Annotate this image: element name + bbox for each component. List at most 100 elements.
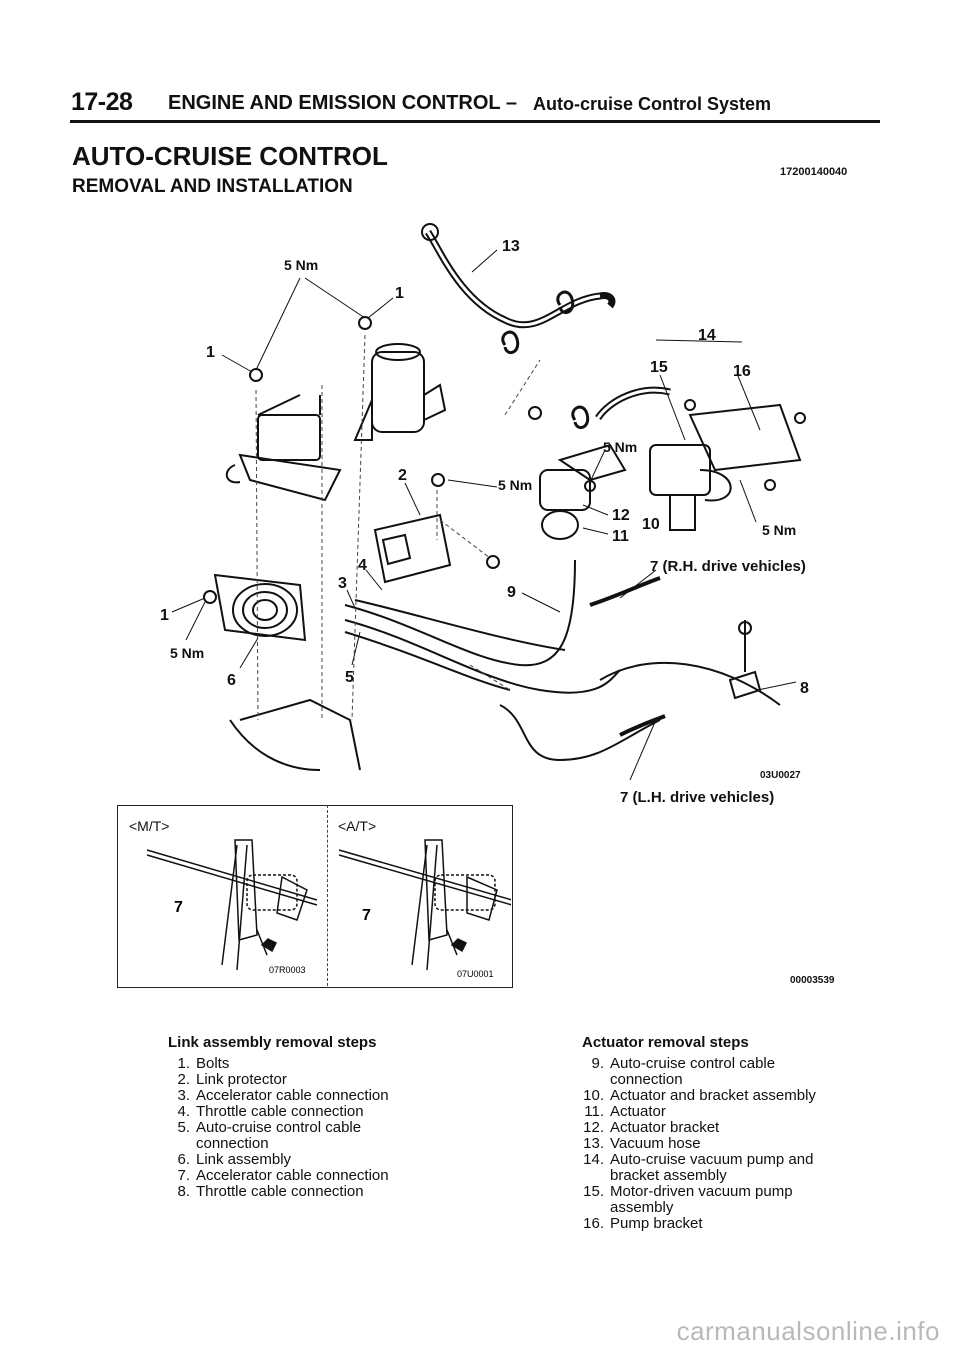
link-steps-title: Link assembly removal steps: [168, 1034, 377, 1051]
actuator-step-item: 11. Actuator: [582, 1104, 882, 1120]
set-code: 00003539: [790, 975, 835, 986]
step-number: 9.: [591, 1055, 604, 1072]
callout-torque-3: 5 Nm: [498, 477, 532, 493]
inset-drawings: 7 7 07R0003 07U0001: [146, 839, 511, 979]
callout-14: 14: [698, 327, 716, 344]
callout-torque-2: 5 Nm: [603, 439, 637, 455]
step-text: Accelerator cable connection: [196, 1167, 389, 1184]
subsection-title: Auto-cruise Control System: [533, 94, 772, 114]
reservoir: [371, 351, 425, 433]
callout-16: 16: [733, 363, 751, 380]
actuator-step-item: 12. Actuator bracket: [582, 1120, 882, 1136]
callout-8: 8: [800, 680, 809, 697]
link-protector-upper: [257, 414, 321, 461]
actuator-step-item: 13. Vacuum hose: [582, 1136, 882, 1152]
step-number: 15.: [583, 1183, 604, 1200]
page-subtitle: REMOVAL AND INSTALLATION: [72, 176, 353, 197]
step-number: 3.: [177, 1087, 190, 1104]
step-number: 7.: [177, 1167, 190, 1184]
callout-torque-4: 5 Nm: [762, 522, 796, 538]
callout-torque-1: 5 Nm: [284, 257, 318, 273]
lh-drive-label: 7 (L.H. drive vehicles): [620, 789, 775, 806]
step-number: 13.: [583, 1135, 604, 1152]
inset-at-code: 07U0001: [457, 969, 494, 979]
callout-1a: 1: [395, 285, 404, 302]
step-number: 14.: [583, 1151, 604, 1168]
link-step-item: 2. Link protector: [168, 1072, 468, 1088]
page-number: 17-28: [71, 88, 133, 116]
callout-15: 15: [650, 359, 668, 376]
callout-11: 11: [612, 528, 629, 545]
document-id: 17200140040: [780, 166, 848, 178]
step-number: 2.: [177, 1071, 190, 1088]
link-protector: [373, 513, 452, 584]
link-step-item: 3. Accelerator cable connection: [168, 1088, 468, 1104]
inset-mt-callout: 7: [174, 899, 183, 916]
step-text-continued: bracket assembly: [610, 1167, 727, 1184]
lh-cable: [499, 704, 661, 762]
step-text: Link protector: [196, 1071, 287, 1088]
step-number: 11.: [584, 1103, 604, 1120]
step-number: 1.: [177, 1055, 190, 1072]
section-title: ENGINE AND EMISSION CONTROL –: [168, 92, 517, 115]
inset-at-label: <A/T>: [338, 818, 377, 834]
callout-4: 4: [358, 557, 367, 574]
step-text: Actuator: [610, 1103, 666, 1120]
step-text: Auto-cruise control cable: [196, 1119, 362, 1136]
callout-9: 9: [507, 584, 516, 601]
section-name: ENGINE AND EMISSION CONTROL: [168, 92, 501, 114]
callout-10: 10: [642, 516, 660, 533]
step-text: Auto-cruise vacuum pump and: [610, 1151, 814, 1168]
throttle-cable: [599, 661, 781, 706]
actuator-steps-title: Actuator removal steps: [582, 1034, 749, 1051]
watermark-footer: carmanualsonline.info: [676, 1316, 940, 1346]
step-text: Motor-driven vacuum pump: [610, 1183, 793, 1200]
step-text: Vacuum hose: [610, 1135, 701, 1152]
accelerator-cable: [344, 559, 576, 667]
step-text: Accelerator cable connection: [196, 1087, 389, 1104]
header-rule: [70, 120, 880, 123]
page-title: AUTO-CRUISE CONTROL: [72, 141, 388, 171]
link-step-item: 4. Throttle cable connection: [168, 1104, 468, 1120]
step-text: Pump bracket: [610, 1215, 703, 1232]
figure-code: 03U0027: [760, 770, 801, 781]
step-text: Link assembly: [196, 1151, 292, 1168]
link-step-item: 6.Link assembly: [168, 1152, 468, 1168]
step-number: 5.: [177, 1119, 190, 1136]
link-step-item: 1. Bolts: [168, 1056, 468, 1072]
inset-mt-label: <M/T>: [129, 818, 170, 834]
step-text-continued: connection: [196, 1135, 269, 1152]
inset-divider: [327, 805, 328, 986]
link-step-item: 7. Accelerator cable connection: [168, 1168, 468, 1184]
step-text: Actuator and bracket assembly: [610, 1087, 816, 1104]
inset-box: [117, 805, 513, 988]
step-text-continued: connection: [610, 1071, 683, 1088]
step-number: 8.: [177, 1183, 190, 1200]
step-text-continued: assembly: [610, 1199, 674, 1216]
section-dash: –: [505, 92, 517, 114]
callout-7-rh: 7 (R.H. drive vehicles): [650, 558, 806, 575]
callout-12: 12: [612, 507, 630, 524]
step-number: 12.: [583, 1119, 604, 1136]
exploded-diagram: 13 5 Nm 1 1 14 15 16 5 Nm 2 5 Nm 12 10 1…: [160, 223, 809, 781]
link-steps: Link assembly removal steps 1. Bolts 2. Lin…: [168, 1035, 468, 1200]
actuator-step-item: 16.Pump bracket: [582, 1216, 882, 1232]
inset-at-callout: 7: [362, 907, 371, 924]
step-number: 4.: [177, 1103, 190, 1120]
inset-mt-code: 07R0003: [269, 965, 306, 975]
callout-3: 3: [338, 575, 347, 592]
step-text: Throttle cable connection: [196, 1103, 364, 1120]
step-text: Actuator bracket: [610, 1119, 720, 1136]
callout-2: 2: [398, 467, 407, 484]
callout-1c: 1: [160, 607, 169, 624]
actuator-steps: Actuator removal steps 9. Auto-cruise con…: [582, 1035, 882, 1232]
step-text: Auto-cruise control cable: [610, 1055, 776, 1072]
callout-5: 5: [345, 669, 354, 686]
step-text: Bolts: [196, 1055, 230, 1072]
link-step-item: 8.Throttle cable connection: [168, 1184, 468, 1200]
